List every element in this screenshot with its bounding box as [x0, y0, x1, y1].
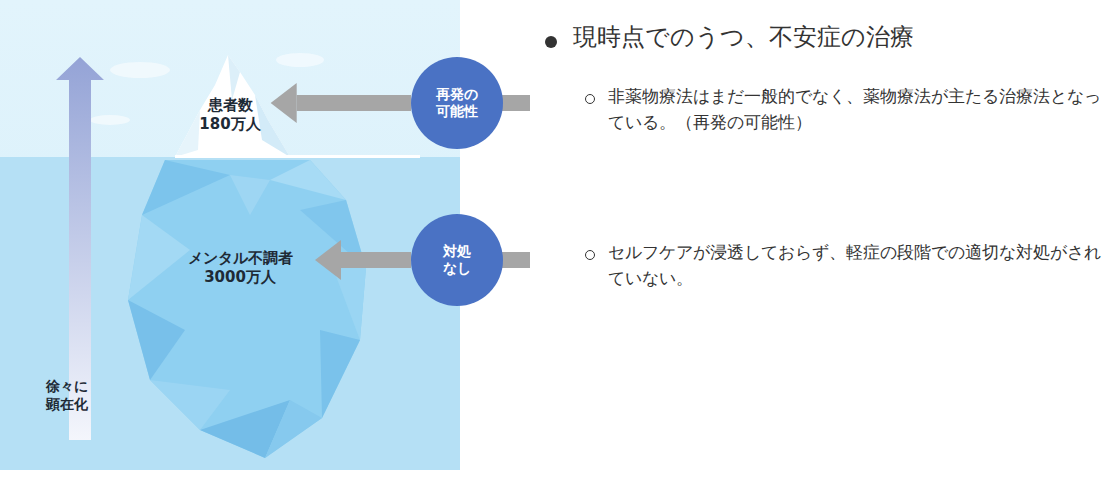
cause-circle: 対処 なし — [411, 214, 503, 306]
water-line — [175, 155, 420, 158]
block-arrow — [315, 240, 411, 280]
bullet-heading: 現時点でのうつ、不安症の治療 — [573, 22, 914, 53]
arrow-stub — [500, 95, 530, 111]
iceberg-tip — [175, 55, 290, 157]
sky-panel — [0, 0, 460, 470]
iceberg-label: メンタル不調者 3000万人 — [188, 249, 293, 287]
iceberg-tip-shading — [175, 55, 290, 157]
block-arrow — [271, 83, 411, 123]
iceberg-body — [128, 160, 366, 458]
circle-label: 対処 なし — [443, 243, 471, 278]
bullet-item: 非薬物療法はまだ一般的でなく、薬物療法が主たる治療法となっている。（再発の可能性… — [608, 84, 1108, 135]
cause-circle: 再発の 可能性 — [411, 57, 503, 149]
body-label-box: メンタル不調者 3000万人 — [165, 240, 315, 296]
bullet-item: セルフケアが浸透しておらず、軽症の段階での適切な対処がされていない。 — [608, 240, 1108, 291]
bullet-marker — [585, 94, 595, 104]
bullet-marker — [585, 250, 595, 260]
circle-label: 再発の 可能性 — [436, 86, 478, 121]
axis-label: 徐々に 顕在化 — [46, 378, 88, 413]
iceberg-facets — [128, 160, 366, 458]
iceberg-label: 患者数 180万人 — [199, 96, 260, 134]
tip-label-box: 患者数 180万人 — [189, 87, 270, 143]
bullet-marker — [545, 36, 557, 48]
arrow-stub — [500, 252, 530, 268]
